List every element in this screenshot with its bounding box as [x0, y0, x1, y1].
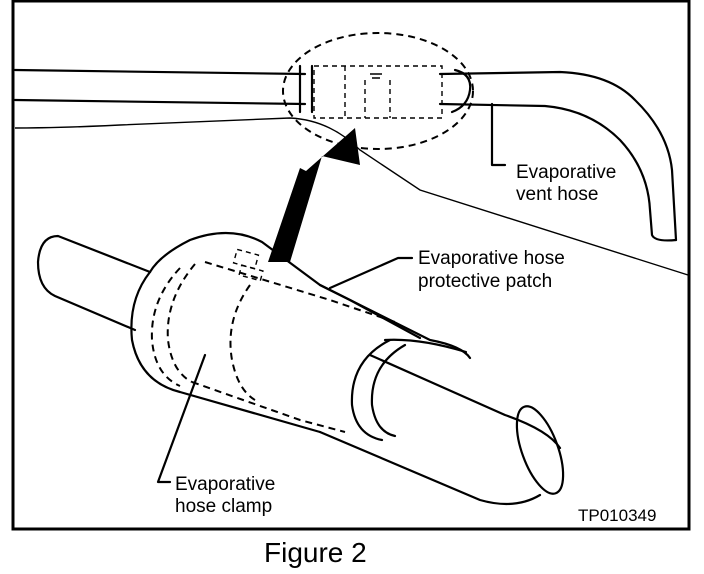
figure-frame [11, 0, 691, 531]
patch-label-line1: Evaporative hose [418, 248, 565, 269]
figure-code: TP010349 [578, 506, 656, 525]
vent-hose-label-line2: vent hose [516, 184, 598, 205]
upper-hose [13, 64, 678, 242]
figure-caption: Figure 2 [264, 537, 367, 568]
upper-patch-dashed [313, 65, 443, 119]
vent-hose-leader [490, 102, 507, 167]
lower-hose [36, 231, 565, 506]
lower-clamp-dashed [150, 248, 396, 433]
clamp-label-line2: hose clamp [175, 496, 272, 517]
patch-leader [328, 256, 414, 290]
clamp-leader [156, 353, 207, 484]
vent-hose-label-line1: Evaporative [516, 162, 616, 183]
detail-arrow [268, 128, 360, 262]
clamp-label-line1: Evaporative [175, 474, 275, 495]
patch-label-line2: protective patch [418, 271, 552, 292]
detail-callout-ellipse [282, 32, 474, 150]
